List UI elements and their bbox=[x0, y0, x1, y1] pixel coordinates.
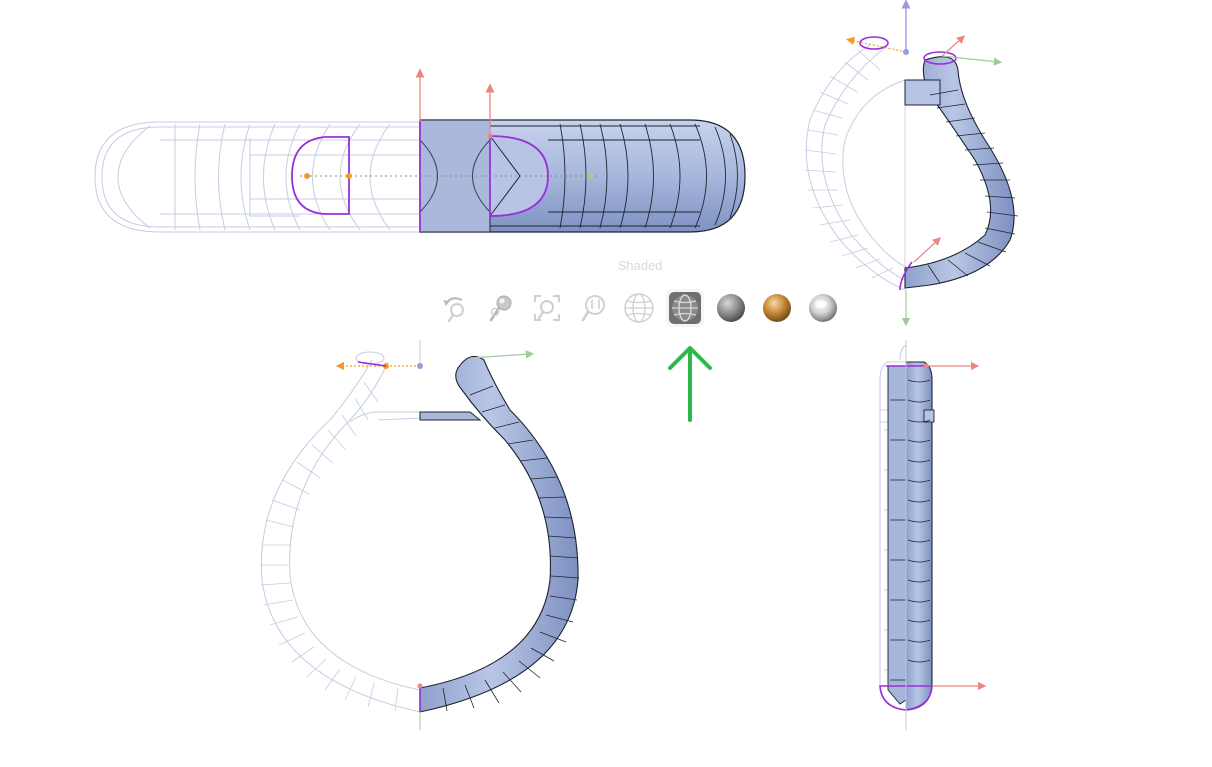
zoom-pin-icon bbox=[489, 295, 512, 322]
perspective-shaded-half bbox=[904, 56, 1019, 289]
side-view-ring[interactable] bbox=[879, 340, 987, 730]
top-view-axes bbox=[300, 68, 600, 179]
rotate-view-icon bbox=[443, 297, 464, 323]
shaded-view-button[interactable] bbox=[666, 289, 704, 327]
view-toolbar bbox=[436, 289, 846, 331]
side-view-shaded-half bbox=[887, 361, 935, 711]
gray-material-button[interactable] bbox=[712, 289, 750, 327]
front-view-ring[interactable] bbox=[260, 340, 580, 730]
perspective-axes bbox=[845, 0, 1003, 327]
toolbar-tooltip: Shaded bbox=[617, 258, 663, 273]
zoom-extents-icon bbox=[534, 295, 560, 321]
chrome-material-sphere-icon bbox=[809, 294, 837, 322]
gray-material-sphere-icon bbox=[717, 294, 745, 322]
front-view-axes bbox=[335, 340, 535, 730]
wireframe-view-button[interactable] bbox=[620, 289, 658, 327]
zoom-extents-button[interactable] bbox=[528, 289, 566, 327]
side-view-axes bbox=[905, 340, 987, 730]
top-view-wireframe-half bbox=[94, 121, 420, 233]
front-view-shaded-half bbox=[419, 355, 580, 713]
callout-arrow bbox=[668, 346, 712, 422]
zoom-pin-button[interactable] bbox=[482, 289, 520, 327]
perspective-wireframe-half bbox=[804, 44, 909, 291]
chrome-material-button[interactable] bbox=[804, 289, 842, 327]
gold-material-button[interactable] bbox=[758, 289, 796, 327]
top-view-ring[interactable] bbox=[94, 68, 746, 233]
shaded-sphere-icon bbox=[669, 292, 701, 324]
top-view-shaded-half bbox=[419, 119, 746, 233]
rotate-view-button[interactable] bbox=[436, 289, 474, 327]
wireframe-sphere-icon bbox=[624, 293, 654, 323]
gold-material-sphere-icon bbox=[763, 294, 791, 322]
perspective-view-ring[interactable] bbox=[804, 0, 1019, 327]
front-view-wireframe-half bbox=[260, 351, 421, 713]
zoom-one-to-one-icon bbox=[581, 295, 605, 322]
zoom-one-to-one-button[interactable] bbox=[574, 289, 612, 327]
